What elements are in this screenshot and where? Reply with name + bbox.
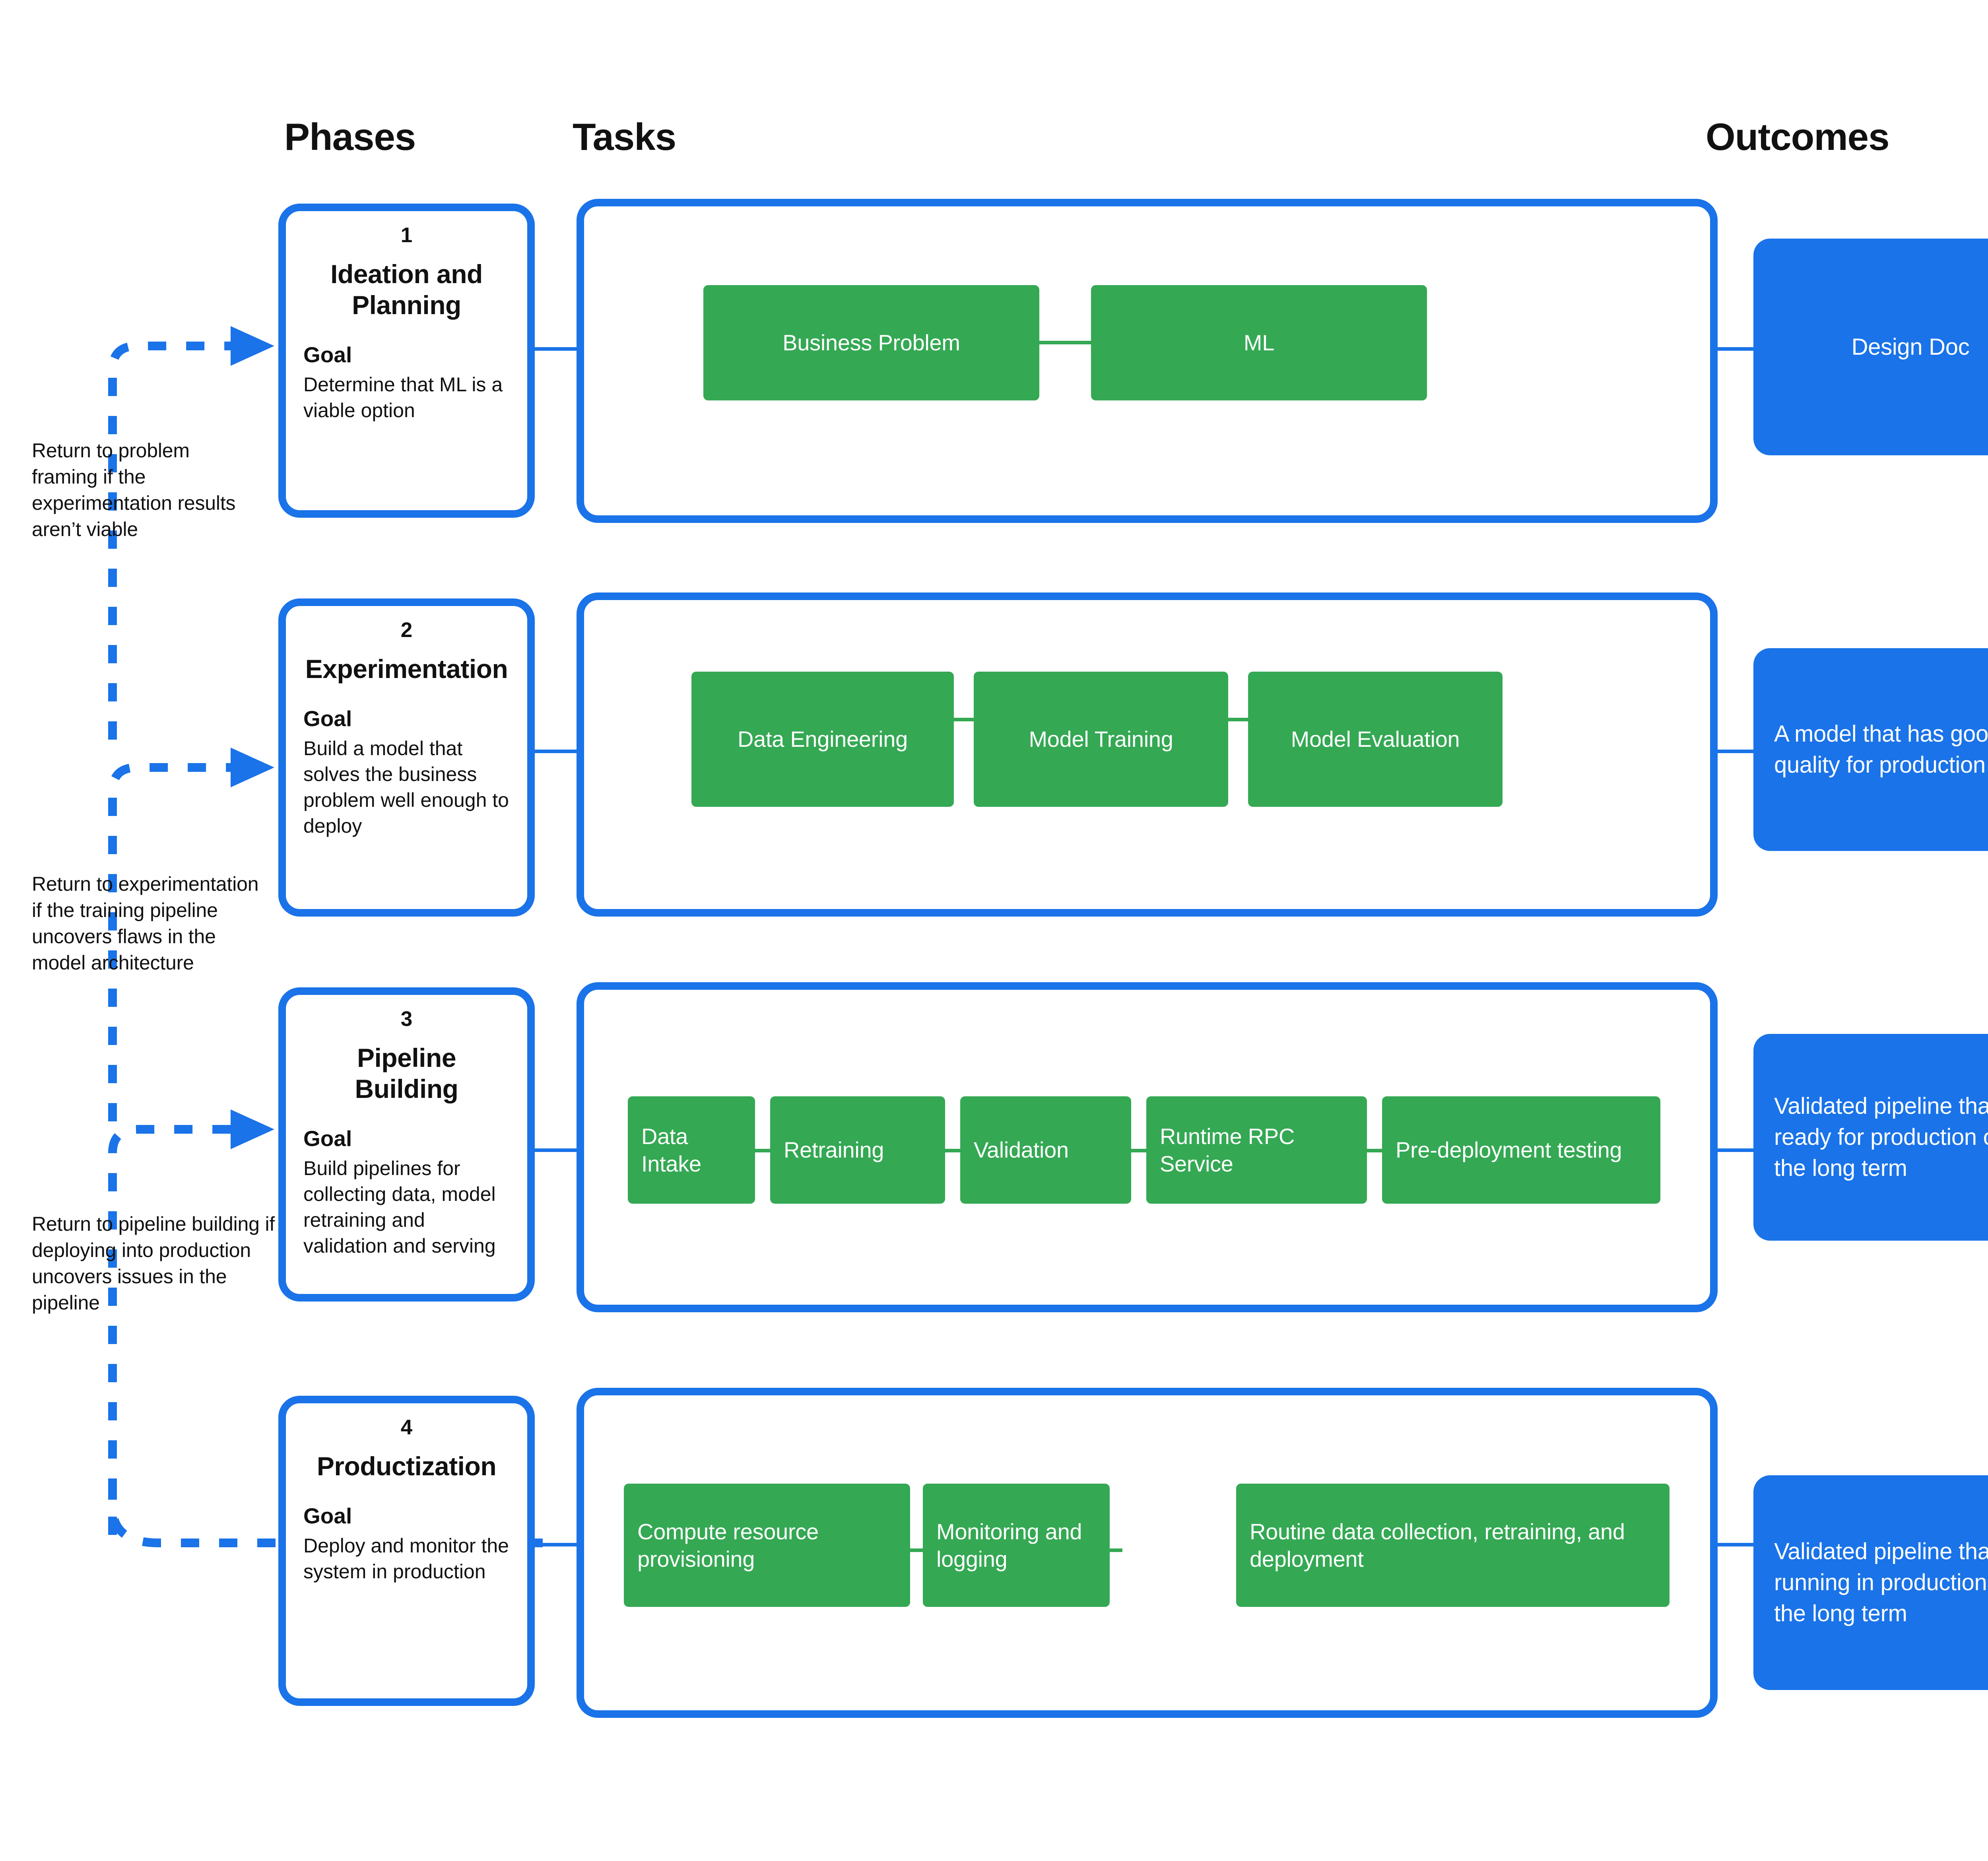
phase-to-tasks-link-4 xyxy=(535,1543,579,1546)
phase-card-4[interactable]: 4 Productization Goal Deploy and monitor… xyxy=(278,1396,535,1706)
task-connector xyxy=(1367,1149,1382,1152)
goal-text: Deploy and monitor the system in product… xyxy=(303,1535,509,1583)
task-box[interactable]: Compute resource provisioning xyxy=(624,1484,910,1607)
task-connector xyxy=(1039,341,1091,344)
return-note-pipeline-building: Return to pipeline building if deploying… xyxy=(32,1213,275,1314)
goal-text: Determine that ML is a viable option xyxy=(303,373,503,422)
tasks-panel-3: Data Intake Retraining Validation Runtim… xyxy=(577,982,1718,1312)
tasks-panel-2: Data Engineering Model Training Model Ev… xyxy=(577,592,1718,917)
task-connector xyxy=(1228,718,1248,721)
task-box[interactable]: Monitoring and logging xyxy=(923,1484,1110,1607)
phase-goal: Goal Deploy and monitor the system in pr… xyxy=(303,1503,510,1585)
task-box[interactable]: Retraining xyxy=(770,1096,945,1204)
goal-text: Build a model that solves the business p… xyxy=(303,737,509,837)
goal-label: Goal xyxy=(303,342,352,367)
task-box[interactable]: Validation xyxy=(960,1096,1131,1204)
phase-title: Experimentation xyxy=(305,654,508,684)
task-connector xyxy=(954,718,974,721)
phase-card-3[interactable]: 3 Pipeline Building Goal Build pipelines… xyxy=(278,987,535,1302)
phase-number: 4 xyxy=(400,1416,413,1439)
goal-label: Goal xyxy=(303,1126,352,1151)
task-box[interactable]: Runtime RPC Service xyxy=(1146,1096,1367,1204)
phase-title: Ideation and Planning xyxy=(330,259,483,320)
tasks-to-outcome-link-1 xyxy=(1718,347,1757,351)
phase-card-1[interactable]: 1 Ideation and Planning Goal Determine t… xyxy=(278,204,535,518)
outcome-box-4[interactable]: Validated pipeline that’s running in pro… xyxy=(1753,1475,1988,1690)
phase-number: 1 xyxy=(400,223,413,247)
phase-title: Pipeline Building xyxy=(355,1043,458,1104)
phase-to-tasks-link-3 xyxy=(535,1148,579,1152)
column-header-phases: Phases xyxy=(284,116,416,158)
tasks-to-outcome-link-3 xyxy=(1718,1148,1757,1152)
phase-card-2[interactable]: 2 Experimentation Goal Build a model tha… xyxy=(278,598,535,917)
task-box[interactable]: Pre-deployment testing xyxy=(1382,1096,1660,1204)
task-box[interactable]: Business Problem xyxy=(703,285,1039,400)
task-box[interactable]: Data Engineering xyxy=(691,672,954,807)
goal-text: Build pipelines for collecting data, mod… xyxy=(303,1157,496,1257)
phase-goal: Goal Determine that ML is a viable optio… xyxy=(303,342,510,423)
outcome-box-3[interactable]: Validated pipeline that’s ready for prod… xyxy=(1753,1034,1988,1241)
phase-to-tasks-link-2 xyxy=(535,750,579,753)
tasks-to-outcome-link-4 xyxy=(1718,1543,1757,1546)
phase-goal: Goal Build a model that solves the busin… xyxy=(303,705,510,839)
tasks-panel-1: Business Problem ML xyxy=(577,199,1718,523)
task-box[interactable]: ML xyxy=(1091,285,1427,400)
column-header-tasks: Tasks xyxy=(573,116,676,158)
feedback-arrow-to-phase-3 xyxy=(108,1109,274,1535)
outcome-box-1[interactable]: Design Doc xyxy=(1753,239,1988,455)
task-box[interactable]: Routine data collection, retraining, and… xyxy=(1236,1484,1670,1607)
phase-number: 3 xyxy=(400,1007,413,1031)
outcome-box-2[interactable]: A model that has good quality for produc… xyxy=(1753,648,1988,851)
task-connector xyxy=(1131,1149,1146,1152)
return-note-problem-framing: Return to problem framing if the experim… xyxy=(32,439,236,540)
task-connector xyxy=(945,1149,960,1152)
task-connector xyxy=(910,1548,923,1552)
phase-goal: Goal Build pipelines for collecting data… xyxy=(303,1125,510,1259)
return-note-experimentation-flaws: Return to experimentation if the trainin… xyxy=(32,873,259,974)
tasks-to-outcome-link-2 xyxy=(1718,750,1757,753)
phase-to-tasks-link-1 xyxy=(535,347,579,351)
task-box[interactable]: Model Evaluation xyxy=(1248,672,1503,807)
phase-number: 2 xyxy=(400,618,413,642)
phase-title: Productization xyxy=(316,1451,497,1481)
task-connector xyxy=(755,1149,770,1152)
goal-label: Goal xyxy=(303,706,352,731)
column-header-outcomes: Outcomes xyxy=(1706,116,1889,158)
tasks-panel-4: Compute resource provisioning Monitoring… xyxy=(577,1388,1718,1718)
task-box[interactable]: Data Intake xyxy=(628,1096,755,1204)
task-connector xyxy=(1110,1548,1122,1552)
task-box[interactable]: Model Training xyxy=(974,672,1228,807)
goal-label: Goal xyxy=(303,1504,352,1529)
